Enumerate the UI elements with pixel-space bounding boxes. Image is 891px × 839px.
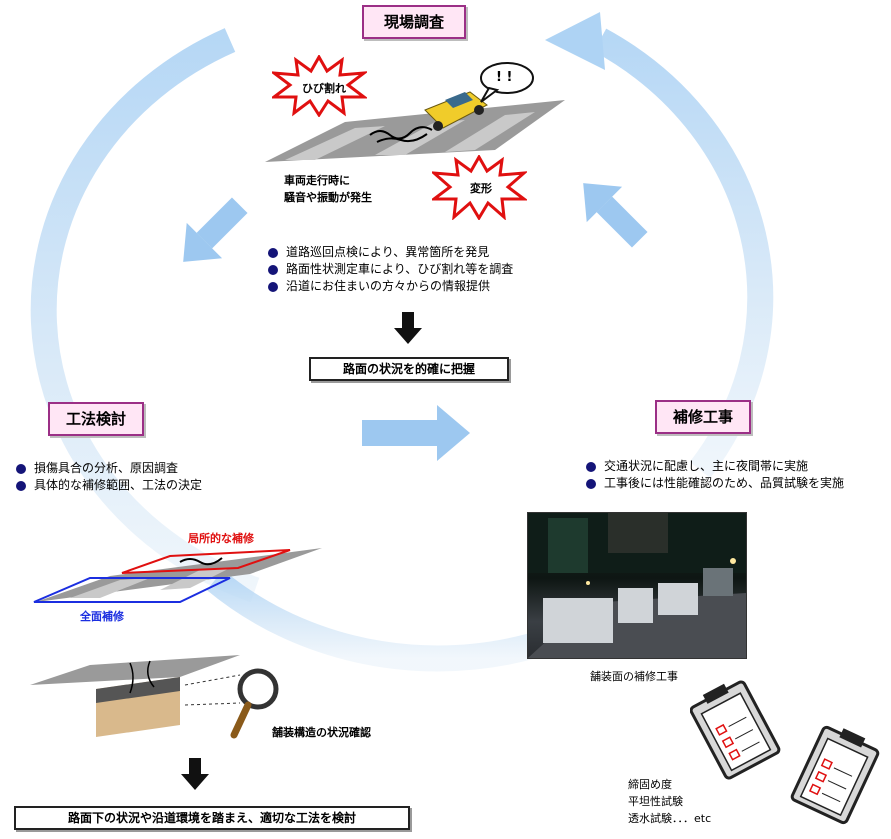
quality-tests: 締固め度 平坦性試験 透水試験．．．etc bbox=[628, 776, 711, 827]
survey-bullets: 道路巡回点検により、異常箇所を発見 路面性状測定車により、ひび割れ等を調査 沿道… bbox=[268, 244, 513, 295]
repair-scope-illustration bbox=[33, 548, 322, 603]
cycle-ring-left bbox=[30, 28, 260, 603]
down-arrow-method bbox=[181, 758, 209, 790]
test-item: 平坦性試験 bbox=[628, 795, 683, 808]
survey-vehicle bbox=[424, 91, 488, 131]
stage-title-survey: 現場調査 bbox=[362, 5, 466, 39]
magnifier-icon bbox=[230, 668, 279, 739]
vehicle-note: 車両走行時に 騒音や振動が発生 bbox=[284, 172, 372, 206]
flow-arrow-right bbox=[583, 183, 648, 248]
down-arrow-survey bbox=[394, 312, 422, 344]
survey-result-box: 路面の状況を的確に把握 bbox=[309, 357, 509, 381]
repair-bullets: 交通状況に配慮し、主に夜間帯に実施 工事後には性能確認のため、品質試験を実施 bbox=[586, 458, 844, 492]
local-repair-label: 局所的な補修 bbox=[188, 532, 254, 545]
survey-bullet: 路面性状測定車により、ひび割れ等を調査 bbox=[268, 261, 513, 278]
local-repair-area bbox=[121, 549, 291, 574]
crack-burst-icon bbox=[272, 55, 367, 117]
method-bullets: 損傷具合の分析、原因調査 具体的な補修範囲、工法の決定 bbox=[16, 460, 202, 494]
road-illustration-survey bbox=[265, 91, 565, 162]
test-clipboards bbox=[690, 680, 880, 825]
survey-bullet: 道路巡回点検により、異常箇所を発見 bbox=[268, 244, 513, 261]
pavement-structure-illustration bbox=[30, 655, 279, 739]
repair-bullet: 工事後には性能確認のため、品質試験を実施 bbox=[586, 475, 844, 492]
photo-caption: 舗装面の補修工事 bbox=[590, 670, 678, 683]
flow-arrow-middle bbox=[362, 405, 470, 461]
stage-title-repair: 補修工事 bbox=[655, 400, 751, 434]
clipboard-icon bbox=[690, 680, 781, 780]
vehicle-note-line-1: 車両走行時に bbox=[284, 174, 350, 187]
repair-bullet: 交通状況に配慮し、主に夜間帯に実施 bbox=[586, 458, 844, 475]
repair-photo bbox=[527, 512, 747, 659]
test-item: 締固め度 bbox=[628, 778, 672, 791]
test-item: 透水試験．．．etc bbox=[628, 812, 712, 825]
stage-title-method: 工法検討 bbox=[48, 402, 144, 436]
full-repair-area bbox=[33, 577, 231, 603]
deform-label: 変形 bbox=[470, 182, 492, 195]
method-result-box: 路面下の状況や沿道環境を踏まえ、適切な工法を検討 bbox=[14, 806, 410, 830]
survey-bullet: 沿道にお住まいの方々からの情報提供 bbox=[268, 278, 513, 295]
deform-burst-icon bbox=[432, 155, 527, 220]
night-construction-image bbox=[528, 513, 746, 658]
method-bullet: 具体的な補修範囲、工法の決定 bbox=[16, 477, 202, 494]
flow-arrow-left bbox=[183, 197, 248, 262]
cycle-arrowhead-top bbox=[545, 12, 605, 70]
alert-bubble-text: ! ! bbox=[496, 70, 513, 85]
structure-check-label: 舗装構造の状況確認 bbox=[272, 726, 371, 739]
crack-label: ひび割れ bbox=[302, 82, 346, 95]
vehicle-note-line-2: 騒音や振動が発生 bbox=[284, 191, 372, 204]
alert-bubble bbox=[480, 62, 534, 103]
method-bullet: 損傷具合の分析、原因調査 bbox=[16, 460, 202, 477]
clipboard-icon bbox=[790, 725, 880, 825]
full-repair-label: 全面補修 bbox=[80, 610, 124, 623]
